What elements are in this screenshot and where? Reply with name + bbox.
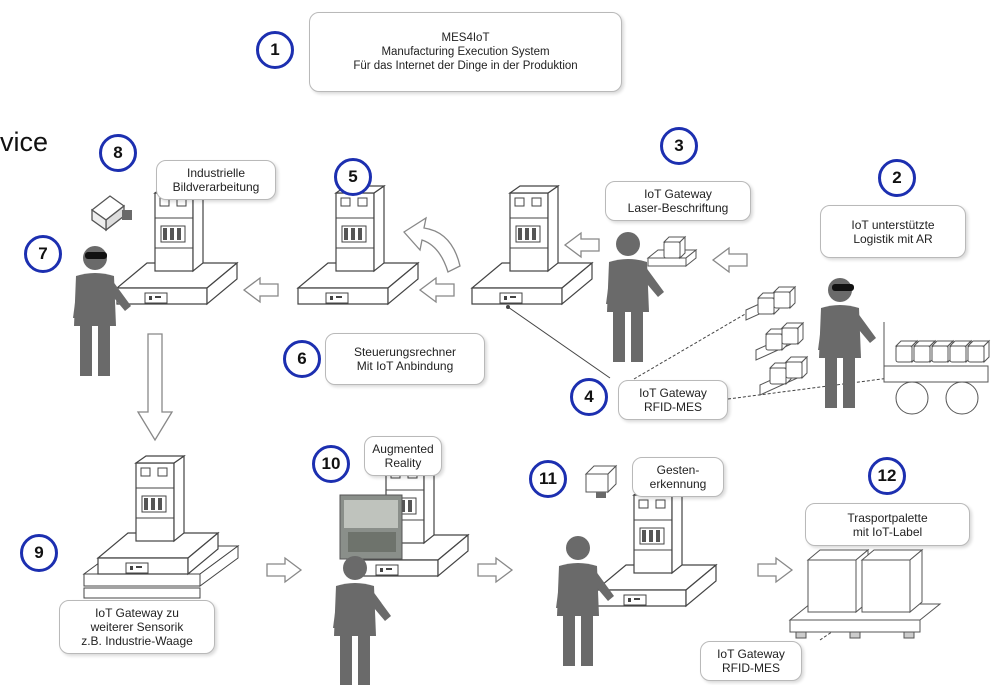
sensor-label-1: IoT Gateway zu: [95, 606, 179, 620]
camera-icon: [90, 195, 132, 232]
step-number-5: 5: [334, 158, 372, 196]
flow-arrow-9-to-10: [266, 557, 302, 583]
rfid-mes-box: IoT Gateway RFID-MES: [618, 380, 728, 420]
step-number-9: 9: [20, 534, 58, 572]
curved-arrow: [403, 216, 461, 273]
ar-label-2: Reality: [384, 456, 422, 470]
laser-label-2: Laser-Beschriftung: [627, 201, 729, 215]
step-number-4: 4: [570, 378, 608, 416]
pallet-label-1: Trasportpalette: [847, 510, 928, 525]
rfid-bottom-label-2: RFID-MES: [722, 661, 780, 675]
mes4iot-title: MES4IoT: [441, 32, 490, 44]
transport-pallet: [788, 548, 942, 639]
pallet-label-2: mit IoT-Label: [852, 524, 923, 539]
person-2: [818, 278, 876, 408]
station-7: [116, 185, 238, 305]
gesture-label-1: Gesten-: [656, 463, 700, 477]
laser-workpiece: [646, 236, 698, 268]
person-3: [606, 232, 664, 362]
flow-arrow-3-to-5: [419, 277, 455, 303]
logistics-label-2: Logistik mit AR: [853, 231, 933, 246]
control-label-1: Steuerungsrechner: [353, 345, 457, 359]
step-number-1: 1: [256, 31, 294, 69]
sensor-label-3: z.B. Industrie-Waage: [81, 634, 193, 648]
control-computer-box: Steuerungsrechner Mit IoT Anbindung: [325, 333, 485, 385]
image-processing-box: Industrielle Bildverarbeitung: [156, 160, 276, 200]
image-processing-label-2: Bildverarbeitung: [172, 180, 260, 194]
logistics-cart: [883, 322, 990, 415]
station-5: [297, 185, 419, 305]
logistics-label-1: IoT unterstützte: [851, 217, 935, 232]
step-number-6: 6: [283, 340, 321, 378]
sensor-gateway-box: IoT Gateway zu weiterer Sensorik z.B. In…: [59, 600, 215, 654]
rfid-label-2: RFID-MES: [644, 400, 702, 414]
person-7: [73, 246, 131, 376]
rfid-mes-bottom-box: IoT Gateway RFID-MES: [700, 641, 802, 681]
flow-arrow-logistics: [712, 247, 748, 273]
gesture-camera-icon: [584, 464, 618, 498]
rfid-label-1: IoT Gateway: [639, 386, 707, 400]
station-10: [339, 457, 469, 577]
ar-box: Augmented Reality: [364, 436, 442, 476]
gesture-box: Gesten- erkennung: [632, 457, 724, 497]
sensor-label-2: weiterer Sensorik: [90, 620, 184, 634]
logistics-box: IoT unterstützte Logistik mit AR: [820, 205, 966, 258]
step-number-7: 7: [24, 235, 62, 273]
flow-arrow-11-to-12: [757, 557, 793, 583]
ar-label-1: Augmented: [372, 442, 434, 456]
step-number-10: 10: [312, 445, 350, 483]
flow-arrow-7-to-9: [136, 333, 174, 442]
laser-box: IoT Gateway Laser-Beschriftung: [605, 181, 751, 221]
step-number-12: 12: [868, 457, 906, 495]
cut-off-title: vice: [0, 127, 49, 157]
mes4iot-box: MES4IoT Manufacturing Execution System F…: [309, 12, 622, 92]
gesture-label-2: erkennung: [649, 477, 707, 491]
flow-arrow-10-to-11: [477, 557, 513, 583]
station-11: [595, 487, 717, 607]
step-number-3: 3: [660, 127, 698, 165]
control-label-2: Mit IoT Anbindung: [356, 359, 454, 373]
laser-label-1: IoT Gateway: [644, 187, 712, 201]
rfid-bottom-label-1: IoT Gateway: [717, 647, 785, 661]
step-number-11: 11: [529, 460, 567, 498]
flow-arrow-laser: [564, 232, 600, 258]
station-9-scale: [82, 455, 240, 599]
pallet-box: Trasportpalette mit IoT-Label: [805, 503, 970, 546]
step-number-2: 2: [878, 159, 916, 197]
mes4iot-description: Für das Internet der Dinge in der Produk…: [353, 60, 578, 72]
mes4iot-subtitle: Manufacturing Execution System: [381, 46, 550, 58]
flow-arrow-5-to-7: [243, 277, 279, 303]
image-processing-label-1: Industrielle: [186, 166, 246, 180]
step-number-8: 8: [99, 134, 137, 172]
logistics-shelves: [745, 286, 808, 396]
